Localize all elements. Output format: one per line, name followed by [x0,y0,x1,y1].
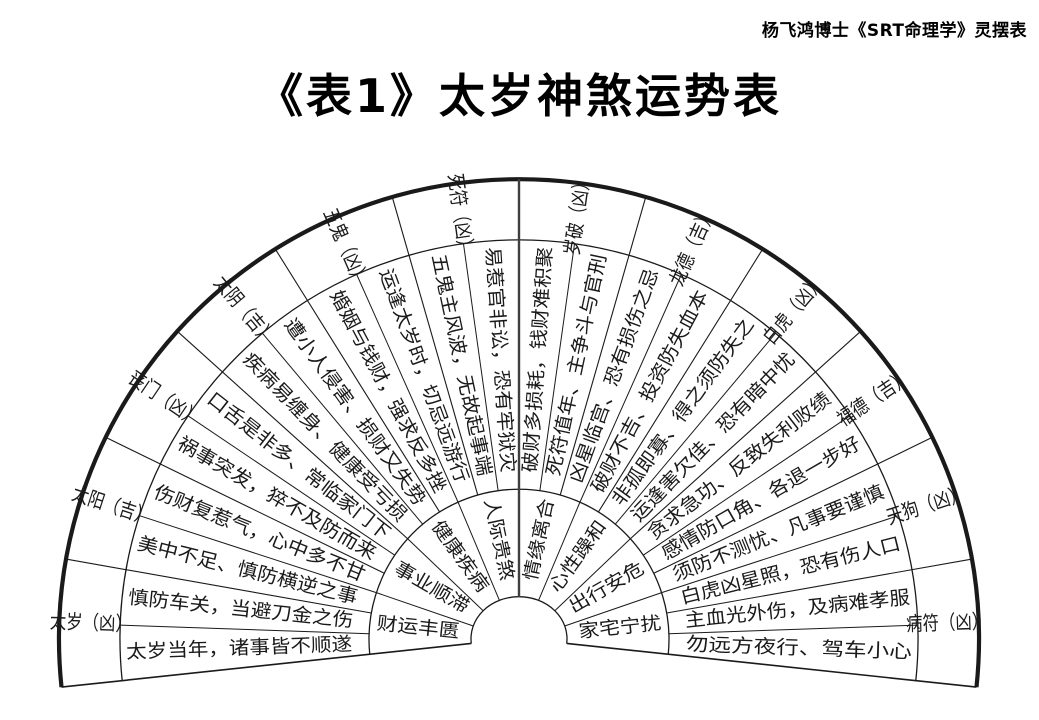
sector-name-label: 死符（凶） [443,172,478,257]
page-title: 《表1》太岁神煞运势表 [256,69,782,123]
category-boundary-line [564,592,662,627]
sector-name-label: 福德（吉） [833,365,914,431]
category-boundary-line [538,501,581,601]
category-label: 情缘离合 [521,497,559,583]
row-divider-line [262,332,423,525]
row-divider-line [579,274,682,503]
sector-boundary-line [176,330,408,540]
row-divider-line [120,624,370,635]
sector-name-label: 龙德（吉） [664,205,719,290]
fan-right-edge [566,642,977,688]
sector-name-label: 太岁（凶） [49,609,132,636]
sector-name-label: 岁破（凶） [560,172,595,257]
row-divider-line [463,243,499,491]
category-boundary-line [376,592,474,627]
row-divider-line [668,624,918,635]
sector-name-label: 五鬼（凶） [318,205,373,290]
sector-name-label: 白虎（凶） [758,271,829,349]
category-boundary-line [457,501,500,601]
row-divider-line [615,332,776,525]
row-divider-line [356,274,459,503]
sector-boundary-line [65,558,372,614]
sector-boundary-line [653,436,933,574]
sector-name-label: 天狗（凶） [883,481,968,529]
sector-name-label: 病符（凶） [906,609,989,636]
sector-boundary-line [391,196,479,495]
sector-boundary-line [559,196,647,495]
hub-arc [470,596,568,644]
sector-boundary-line [598,248,764,513]
category-label: 人际贵煞 [480,497,518,583]
row-divider-line [661,515,899,594]
sector-boundary-line [105,436,385,574]
sector-name-label: 太阳（吉） [69,481,154,529]
row-divider-line [539,243,575,491]
sector-text-line: 勿远方夜行、驾车小心 [686,633,913,663]
category-boundary-line [407,538,484,612]
sector-name-label: 丧门（凶） [124,365,205,431]
row-divider-line [187,415,395,556]
sector-text-line: 太岁当年，诸事皆不顺遂 [126,633,353,663]
category-boundary-line [554,538,631,612]
sector-boundary-line [666,558,973,614]
row-divider-line [139,515,377,594]
row-divider-line [643,415,851,556]
credit-line: 杨飞鸿博士《SRT命理学》灵摆表 [761,21,1027,41]
sector-boundary-line [630,330,862,540]
sector-name-label: 太阴（吉） [209,271,280,349]
sector-boundary-line [274,248,440,513]
fan-left-edge [61,642,472,688]
